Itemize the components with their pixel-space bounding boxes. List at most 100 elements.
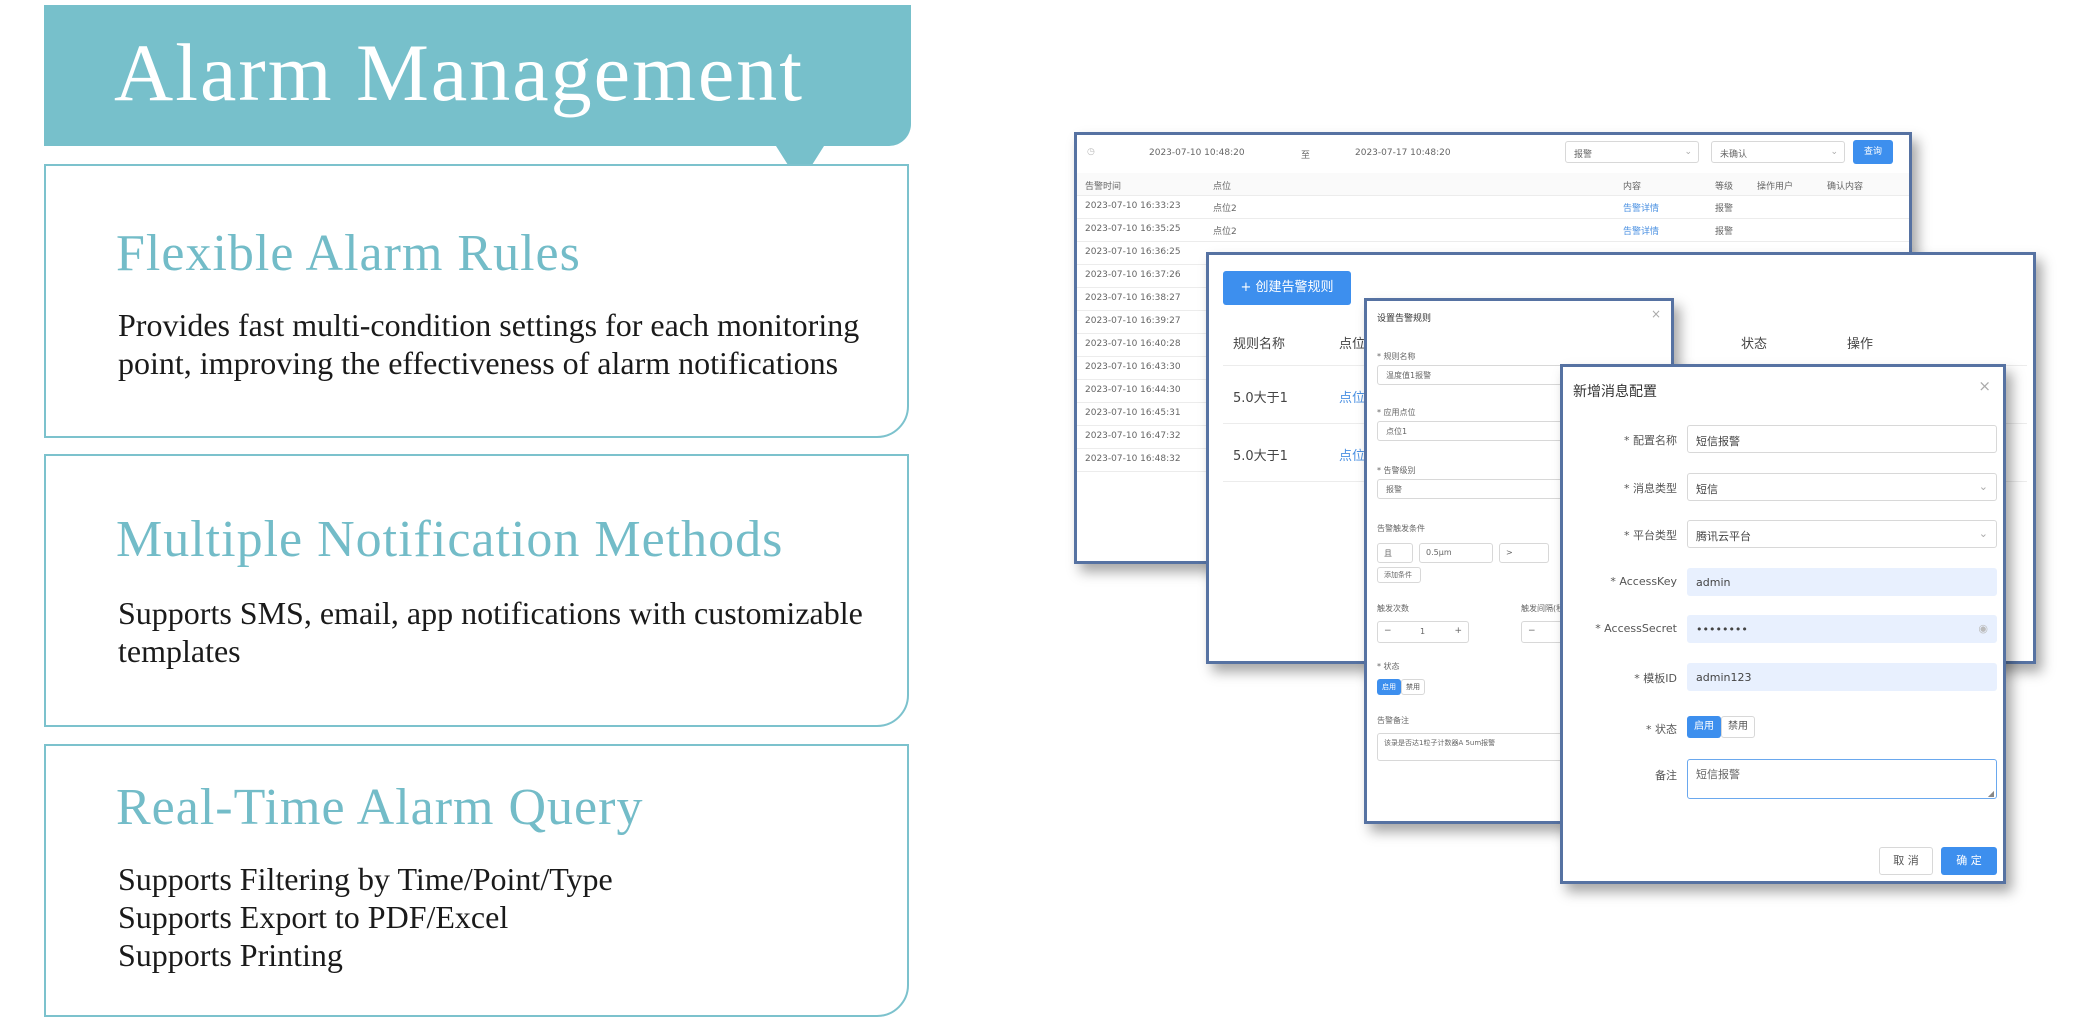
- trigger-count-stepper[interactable]: − 1 +: [1377, 621, 1469, 643]
- status-disable-toggle[interactable]: 禁用: [1721, 716, 1755, 738]
- range-separator: 至: [1301, 151, 1311, 161]
- chevron-down-icon: ⌄: [1978, 527, 1988, 540]
- description-line: Supports Printing: [118, 937, 343, 973]
- alarm-detail-link[interactable]: 告警详情: [1623, 227, 1660, 237]
- input-value: 短信: [1696, 482, 1718, 496]
- alarm-level: 报警: [1715, 204, 1734, 214]
- field-label: * 状态: [1646, 723, 1677, 736]
- field-label: * AccessSecret: [1595, 622, 1677, 635]
- start-time[interactable]: 2023-07-10 10:48:20: [1149, 148, 1245, 158]
- config-input[interactable]: admin123: [1687, 662, 1997, 691]
- rule-name: 5.0大于1: [1233, 449, 1288, 464]
- alarm-time: 2023-07-10 16:38:27: [1085, 293, 1181, 303]
- column-header: 操作用户: [1757, 182, 1794, 192]
- card-title: Real-Time Alarm Query: [116, 779, 644, 836]
- input-value: >: [1506, 548, 1513, 557]
- confirm-button[interactable]: 确 定: [1941, 847, 1997, 875]
- chevron-down-icon: ⌄: [1830, 147, 1838, 157]
- confirm-status-select[interactable]: 未确认 ⌄: [1711, 141, 1845, 163]
- description-line: point, improving the effectiveness of al…: [118, 345, 839, 381]
- field-label: * 应用点位: [1377, 408, 1416, 417]
- field-label: * 配置名称: [1624, 434, 1677, 447]
- query-button[interactable]: 查询: [1853, 140, 1893, 164]
- column-header: 状态: [1741, 337, 1768, 352]
- column-header: 操作: [1847, 337, 1874, 352]
- alarm-time: 2023-07-10 16:45:31: [1085, 408, 1181, 418]
- condition-logic-select[interactable]: 且: [1377, 543, 1413, 563]
- description-line: Provides fast multi-condition settings f…: [118, 307, 860, 343]
- input-value: 点位1: [1386, 427, 1408, 436]
- create-rule-button[interactable]: + 创建告警规则: [1223, 271, 1351, 305]
- column-header: 点位: [1213, 182, 1232, 192]
- status-enable-toggle[interactable]: 启用: [1687, 716, 1721, 738]
- close-icon[interactable]: ×: [1650, 307, 1661, 321]
- input-value: admin: [1696, 575, 1731, 589]
- rule-name: 5.0大于1: [1233, 391, 1288, 406]
- alarm-time: 2023-07-10 16:36:25: [1085, 247, 1181, 257]
- field-label: * AccessKey: [1610, 574, 1677, 588]
- description-line: Supports Filtering by Time/Point/Type: [118, 861, 613, 897]
- input-value: ••••••••: [1696, 623, 1748, 636]
- field-label: 触发间隔(秒): [1521, 604, 1568, 613]
- input-value: 短信报警: [1696, 435, 1740, 448]
- description-line: templates: [118, 633, 241, 669]
- status-disable-toggle[interactable]: 禁用: [1401, 679, 1425, 695]
- dialog-title: 新增消息配置: [1573, 384, 1657, 400]
- config-input[interactable]: 短信报警: [1687, 425, 1997, 453]
- status-enable-toggle[interactable]: 启用: [1377, 679, 1401, 695]
- column-header: 内容: [1623, 182, 1642, 192]
- config-select[interactable]: 腾讯云平台⌄: [1687, 520, 1997, 548]
- description-line: Supports SMS, email, app notifications w…: [118, 595, 863, 631]
- cancel-button[interactable]: 取 消: [1879, 847, 1933, 875]
- alarm-time: 2023-07-10 16:48:32: [1085, 454, 1181, 464]
- add-condition-button[interactable]: 添加条件: [1377, 567, 1421, 583]
- config-select[interactable]: 短信⌄: [1687, 472, 1997, 501]
- end-time[interactable]: 2023-07-17 10:48:20: [1355, 148, 1451, 158]
- alarm-time: 2023-07-10 16:35:25: [1085, 224, 1181, 234]
- date-range-picker[interactable]: ◷ 2023-07-10 10:48:20 至 2023-07-17 10:48…: [1085, 143, 1630, 165]
- stepper-value: 1: [1420, 627, 1426, 636]
- close-icon[interactable]: ×: [1978, 377, 1991, 395]
- resize-handle-icon[interactable]: ◢: [1987, 789, 1994, 798]
- column-header: 点位: [1339, 337, 1366, 352]
- plus-icon[interactable]: +: [1454, 626, 1462, 636]
- select-value: 未确认: [1720, 150, 1748, 160]
- select-value: 报警: [1574, 150, 1593, 160]
- condition-operator-select[interactable]: >: [1499, 543, 1549, 563]
- config-input[interactable]: admin: [1687, 567, 1997, 596]
- config-input[interactable]: •••••••• ◉: [1687, 615, 1997, 643]
- column-header: 告警时间: [1085, 182, 1122, 192]
- card-description: Supports SMS, email, app notifications w…: [118, 594, 863, 670]
- input-value: 短信报警: [1696, 768, 1740, 781]
- description-line: Supports Export to PDF/Excel: [118, 899, 509, 935]
- field-label: * 状态: [1377, 662, 1400, 671]
- alarm-time: 2023-07-10 16:39:27: [1085, 316, 1181, 326]
- condition-metric-select[interactable]: 0.5μm: [1419, 543, 1493, 563]
- title-banner: [44, 5, 911, 146]
- minus-icon[interactable]: −: [1528, 626, 1536, 636]
- feature-card-rules: Flexible Alarm Rules Provides fast multi…: [44, 164, 909, 438]
- chevron-down-icon: ⌄: [1684, 147, 1692, 157]
- alarm-level: 报警: [1715, 227, 1734, 237]
- field-label: 备注: [1655, 769, 1677, 782]
- input-value: 报警: [1386, 485, 1402, 494]
- alarm-time: 2023-07-10 16:47:32: [1085, 431, 1181, 441]
- alarm-detail-link[interactable]: 告警详情: [1623, 204, 1660, 214]
- minus-icon[interactable]: −: [1384, 626, 1392, 636]
- field-label: 触发次数: [1377, 604, 1409, 613]
- table-header: 告警时间 点位 内容 等级 操作用户 确认内容: [1077, 173, 1909, 196]
- dialog-title: 设置告警规则: [1377, 314, 1432, 324]
- column-header: 确认内容: [1827, 182, 1864, 192]
- remark-textarea[interactable]: 短信报警 ◢: [1687, 759, 1997, 799]
- input-value: 0.5μm: [1426, 548, 1452, 557]
- alarm-type-select[interactable]: 报警 ⌄: [1565, 141, 1699, 163]
- eye-icon[interactable]: ◉: [1978, 622, 1988, 635]
- alarm-time: 2023-07-10 16:44:30: [1085, 385, 1181, 395]
- card-description: Provides fast multi-condition settings f…: [118, 306, 859, 382]
- alarm-time: 2023-07-10 16:33:23: [1085, 201, 1181, 211]
- column-header: 等级: [1715, 182, 1734, 192]
- feature-card-notifications: Multiple Notification Methods Supports S…: [44, 454, 909, 727]
- input-value: admin123: [1696, 670, 1752, 684]
